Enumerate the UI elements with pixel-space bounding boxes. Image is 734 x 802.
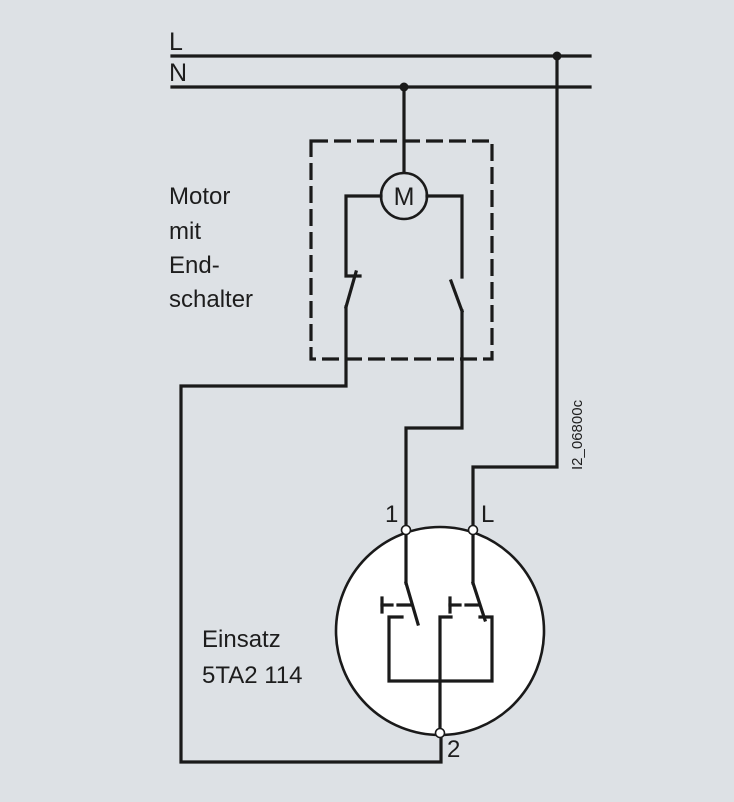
- supply-conductors: L N: [169, 28, 592, 92]
- motor-label-line-3: End-: [169, 252, 220, 279]
- terminal-2: [434, 727, 446, 739]
- insert-label-line-2: 5TA2 114: [202, 662, 303, 689]
- limit-switch-right-blade: [448, 278, 465, 314]
- terminal-2-label: 2: [447, 736, 460, 763]
- insert-common-bus: [438, 615, 453, 731]
- insert-label-line-1: Einsatz: [202, 626, 281, 653]
- wire-L-to-terminal-L: [471, 54, 559, 532]
- limit-switch-left-blade: [344, 270, 358, 309]
- label-L: L: [169, 28, 183, 56]
- wire-left-switch-to-terminal-2: [179, 305, 443, 764]
- wire-right-switch-to-terminal-1: [404, 309, 464, 532]
- terminal-L: [467, 524, 479, 536]
- terminal-L-label: L: [481, 501, 494, 528]
- motor-label-line-2: mit: [169, 218, 201, 245]
- insert-contact-L-blade: [470, 580, 488, 623]
- switch-insert: 1 L 2 Einsatz 5TA2 114: [202, 501, 546, 763]
- terminal-1-label: 1: [385, 501, 398, 528]
- motor-label-line-1: Motor: [169, 183, 230, 210]
- motor-assembly: M Motor mit End- schalter: [169, 85, 494, 764]
- motor-label-line-4: schalter: [169, 286, 253, 313]
- wire-motor-right: [425, 194, 464, 279]
- reference-code: I2_06800c: [569, 399, 586, 470]
- label-N: N: [169, 59, 187, 87]
- motor-symbol-M: M: [394, 183, 415, 211]
- terminal-1: [400, 524, 412, 536]
- motor-enclosure-dashed: [309, 139, 494, 361]
- wire-motor-left: [344, 194, 383, 278]
